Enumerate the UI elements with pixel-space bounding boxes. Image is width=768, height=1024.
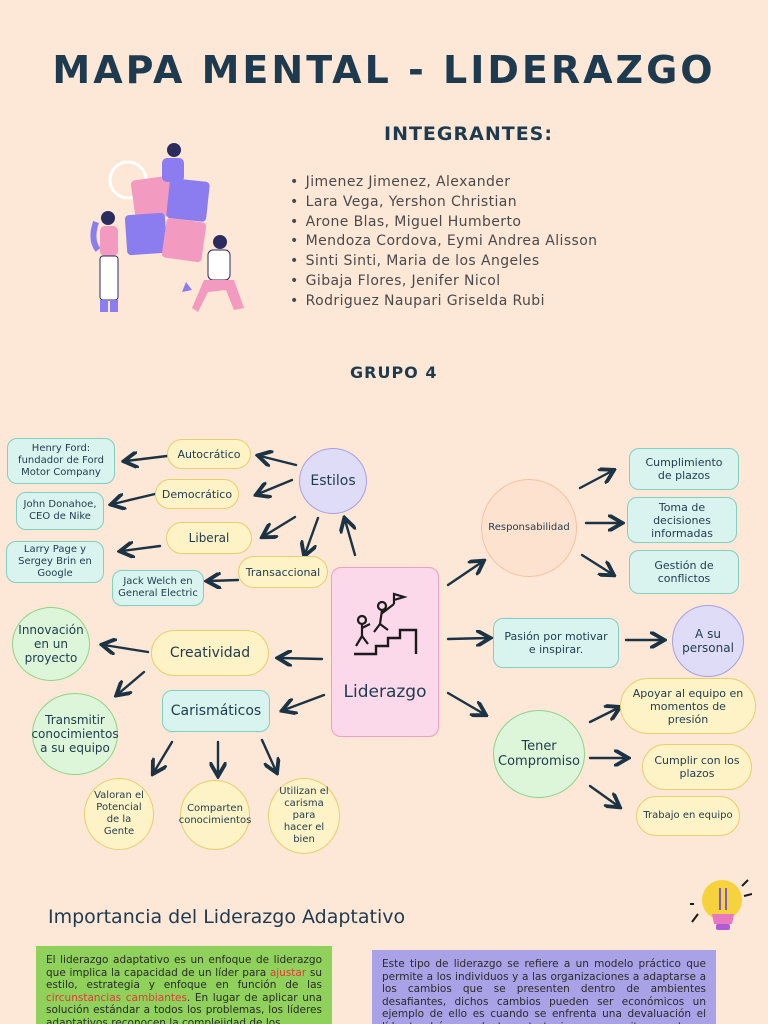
trabajo-equipo-node: Trabajo en equipo [636, 796, 740, 836]
transaccional-node: Transaccional [238, 556, 328, 588]
member-list: Jimenez Jimenez, Alexander Lara Vega, Ye… [290, 173, 597, 312]
p1-text-c: . En lugar de aplicar una solución están… [46, 991, 322, 1024]
responsabilidad-node: Responsabilidad [481, 479, 577, 577]
democratico-node: Democrático [155, 479, 239, 509]
integrantes-title: INTEGRANTES: [384, 123, 553, 145]
estilos-label: Estilos [310, 472, 356, 489]
john-donahoe-node: John Donahoe, CEO de Nike [16, 492, 104, 530]
liderazgo-center-node: Liderazgo [331, 567, 439, 737]
henry-ford-node: Henry Ford: fundador de Ford Motor Compa… [7, 438, 115, 484]
autocratico-node: Autocrático [167, 439, 251, 469]
apoyar-node: Apoyar al equipo en momentos de presión [620, 678, 756, 734]
jack-welch-node: Jack Welch en General Electric [112, 570, 204, 606]
utilizan-node: Utilizan el carisma para hacer el bien [268, 778, 340, 854]
member-item: Sinti Sinti, Maria de los Angeles [290, 252, 597, 272]
cumplimiento-node: Cumplimiento de plazos [629, 448, 739, 490]
member-item: Jimenez Jimenez, Alexander [290, 173, 597, 193]
creatividad-node: Creatividad [151, 630, 269, 676]
larry-page-node: Larry Page y Sergey Brin en Google [6, 541, 104, 583]
importancia-paragraph-2: Este tipo de liderazgo se refiere a un m… [372, 950, 716, 1024]
estilos-node: Estilos [299, 448, 367, 514]
p1-text-a: El liderazgo adaptativo es un enfoque de… [46, 954, 322, 979]
compromiso-node: Tener Compromiso [493, 710, 585, 798]
gestion-conflictos-node: Gestión de conflictos [629, 550, 739, 594]
comparten-node: Comparten conocimientos [179, 780, 251, 850]
group-label: GRUPO 4 [350, 363, 438, 382]
page-title: MAPA MENTAL - LIDERAZGO [52, 48, 716, 92]
p1-highlight-ajustar: ajustar [269, 966, 307, 979]
p1-text-b: su estilo, estrategia y enfoque en funci… [46, 966, 323, 992]
importancia-title: Importancia del Liderazgo Adaptativo [48, 906, 406, 928]
pasion-node: Pasión por motivar e inspirar. [493, 618, 619, 668]
carismaticos-node: Carismáticos [162, 690, 270, 732]
liberal-node: Liberal [166, 522, 252, 554]
a-su-personal-node: A su personal [672, 605, 744, 677]
importancia-paragraph-1: El liderazgo adaptativo es un enfoque de… [36, 946, 332, 1024]
member-item: Arone Blas, Miguel Humberto [290, 213, 597, 233]
member-item: Rodriguez Naupari Griselda Rubi [290, 292, 597, 312]
toma-decisiones-node: Toma de decisiones informadas [627, 497, 737, 543]
stairs-leadership-icon [354, 592, 418, 656]
lightbulb-icon [690, 879, 752, 930]
member-item: Gibaja Flores, Jenifer Nicol [290, 272, 597, 292]
p1-highlight-circunstancias: circunstancias cambiantes [46, 991, 187, 1004]
transmitir-node: Transmitir conocimientos a su equipo [31, 693, 119, 775]
member-item: Mendoza Cordova, Eymi Andrea Alisson [290, 232, 597, 252]
cumplir-plazos-node: Cumplir con los plazos [642, 744, 752, 790]
center-label: Liderazgo [343, 682, 427, 702]
valoran-node: Valoran el Potencial de la Gente [84, 778, 154, 850]
member-item: Lara Vega, Yershon Christian [290, 193, 597, 213]
innovacion-node: Innovación en un proyecto [12, 607, 90, 681]
teamwork-illustration [90, 143, 244, 312]
